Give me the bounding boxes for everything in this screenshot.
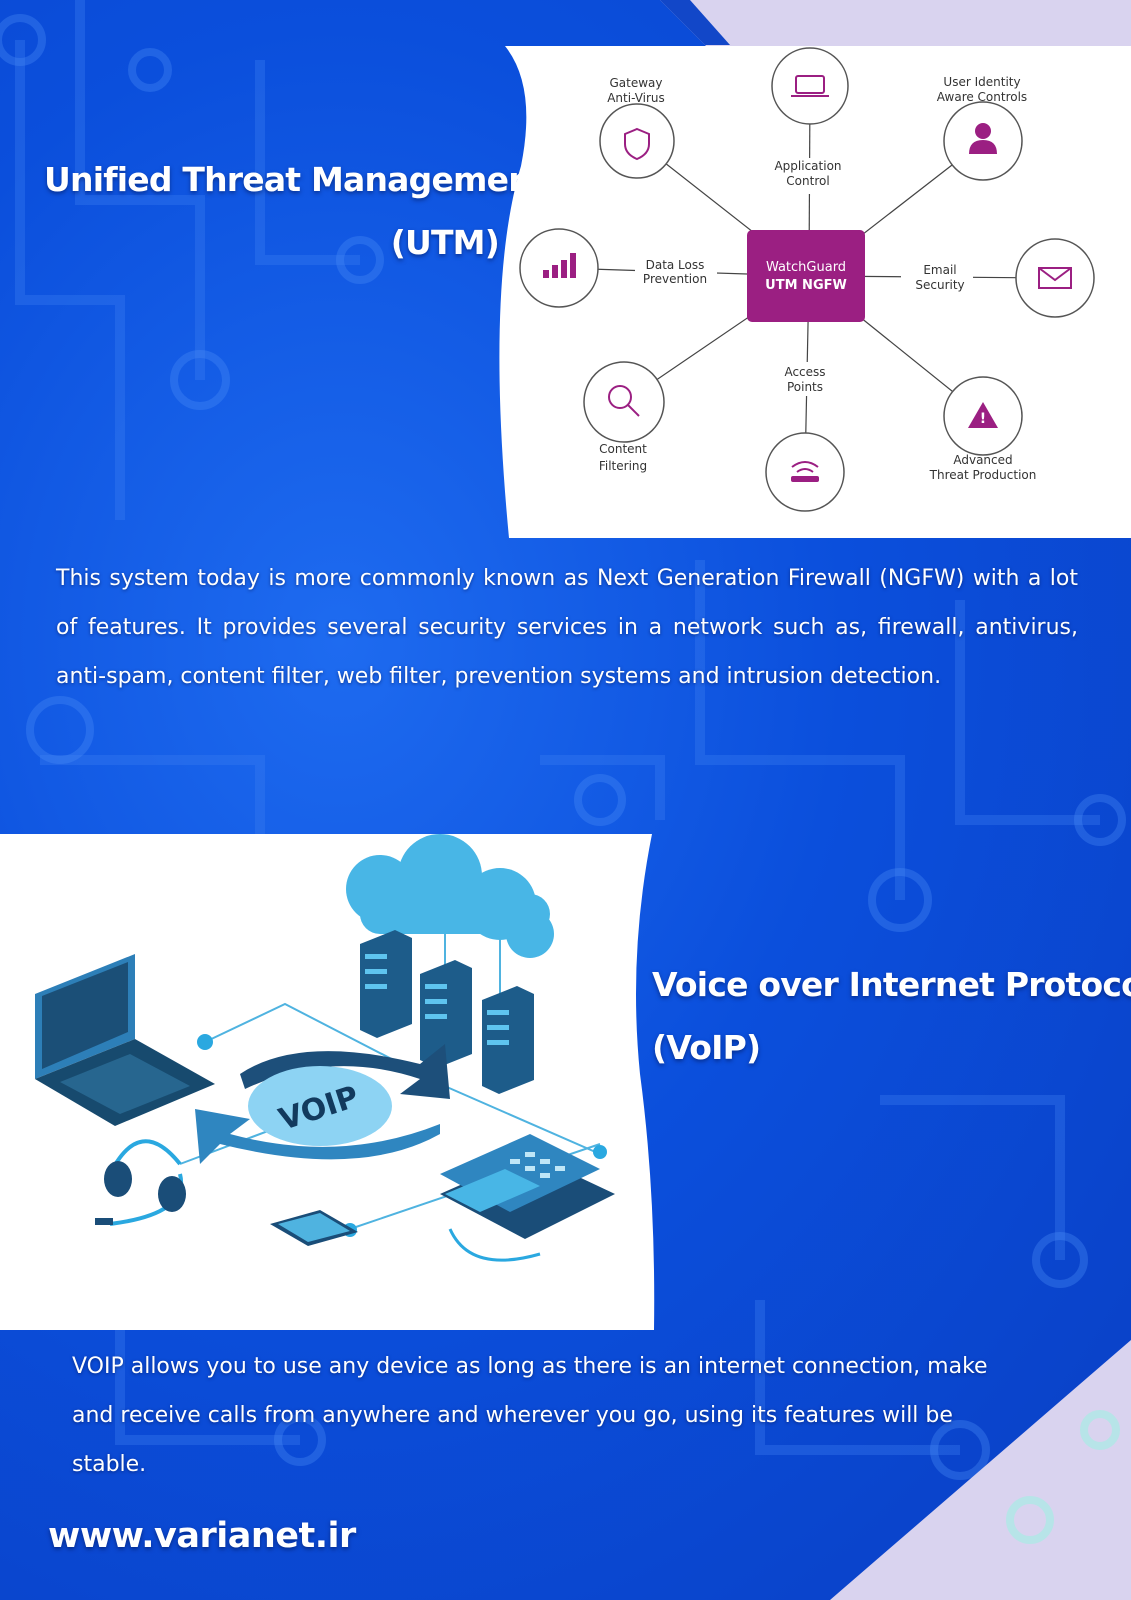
website-url[interactable]: www.varianet.ir <box>48 1516 356 1556</box>
label-user-line1: User Identity <box>943 75 1020 89</box>
label-email-line1: Email <box>923 263 956 277</box>
label-content-line1: Content <box>599 442 647 456</box>
label-access-line2: Points <box>787 380 823 394</box>
label-gateway-line2: Anti-Virus <box>607 91 665 105</box>
corner-decoration-bottom <box>830 1340 1131 1600</box>
label-gateway-line1: Gateway <box>609 76 662 90</box>
label-email-line2: Security <box>915 278 964 292</box>
node-email-security <box>1015 238 1095 318</box>
node-gateway-antivirus <box>599 103 675 179</box>
voip-title: Voice over Internet Protocol (VoIP) <box>652 965 1131 1067</box>
label-appcontrol-line2: Control <box>786 174 829 188</box>
wifi-icon <box>791 461 819 473</box>
label-access-line1: Access <box>784 365 825 379</box>
chart-growth-icon <box>543 270 549 278</box>
laptop-illustration <box>35 954 215 1126</box>
voip-badge: VOIP <box>195 1044 450 1164</box>
svg-text:!: ! <box>980 411 986 427</box>
node-content-filtering <box>583 361 665 443</box>
voip-title-line2: (VoIP) <box>652 1028 761 1067</box>
corner-decoration-top <box>660 0 1131 60</box>
label-user-line2: Aware Controls <box>937 90 1027 104</box>
node-application-control <box>771 47 849 125</box>
envelope-icon <box>1038 267 1072 289</box>
server-rack-icons <box>360 930 534 1094</box>
label-dlp-line2: Prevention <box>643 272 707 286</box>
utm-title: Unified Threat Management (UTM) <box>44 160 547 262</box>
utm-diagram-card: ! WatchGuard UTM NGFW Gateway Anti-Virus… <box>499 46 1131 538</box>
laptop-icon <box>795 75 825 94</box>
node-data-loss <box>519 228 599 308</box>
center-label-line2: UTM NGFW <box>765 278 847 293</box>
magnifier-icon <box>608 385 632 409</box>
warning-icon <box>968 402 998 428</box>
center-box-utm-ngfw <box>747 230 865 322</box>
node-access-points <box>765 432 845 512</box>
user-icon <box>975 123 991 139</box>
center-label-line1: WatchGuard <box>766 260 846 275</box>
label-appcontrol-line1: Application <box>774 159 841 173</box>
utm-title-line2: (UTM) <box>390 223 500 262</box>
voip-title-line1: Voice over Internet Protocol <box>652 965 1131 1004</box>
desk-phone-icon <box>440 1134 615 1262</box>
label-threat-line1: Advanced <box>953 453 1012 467</box>
label-content-line2: Filtering <box>599 459 647 473</box>
shield-icon <box>624 127 650 161</box>
label-dlp-line1: Data Loss <box>646 258 705 272</box>
label-threat-line2: Threat Production <box>929 468 1037 482</box>
cloud-icon <box>346 834 554 958</box>
voip-paragraph: VOIP allows you to use any device as lon… <box>72 1354 988 1477</box>
utm-title-line1: Unified Threat Management <box>44 160 547 199</box>
utm-paragraph: This system today is more commonly known… <box>56 566 1078 689</box>
voip-illustration-card: VOIP <box>0 834 655 1330</box>
